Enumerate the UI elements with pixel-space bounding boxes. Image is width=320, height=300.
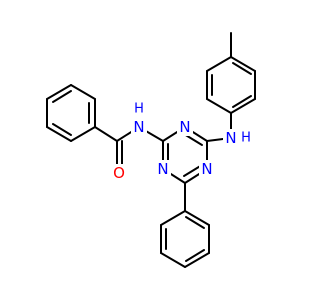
oxygen-label-carbonyl: O	[113, 164, 125, 182]
bond-lower-ring-3-double	[185, 249, 205, 262]
atom-label-layer: N N N N H N H O	[111, 101, 253, 182]
nitrogen-label-triazine-right: N	[201, 160, 212, 178]
hydrogen-label-aryl-amine: H	[241, 131, 251, 146]
bond-lower-ring-1-double	[185, 216, 205, 229]
bond-upper-ring-3-double	[232, 95, 252, 108]
bond-upper-ring-6	[206, 56, 232, 72]
bond-upper-ring-1	[230, 56, 256, 72]
bond-lower-ring-1	[184, 210, 210, 226]
nitrogen-label-triazine-top: N	[179, 118, 190, 136]
hydrogen-label-amide: H	[134, 102, 144, 117]
nitrogen-label-aryl-amine: N	[225, 129, 236, 147]
bond-upper-ring-3	[230, 98, 256, 114]
bond-upper-ring-1-double	[232, 62, 252, 75]
bond-carbonyl-to-ring	[94, 126, 118, 142]
bond-left-ring-5-double	[52, 123, 72, 136]
bond-layer	[46, 32, 256, 268]
bond-lower-ring-4	[160, 252, 186, 268]
bond-left-ring-6	[70, 126, 96, 142]
bond-lower-ring-6	[160, 210, 186, 226]
nitrogen-label-amide: N	[133, 118, 144, 136]
bond-left-ring-5	[46, 126, 72, 142]
bond-left-ring-3-double	[52, 90, 72, 103]
bond-left-ring-2	[70, 84, 96, 100]
bond-lower-ring-3	[184, 252, 210, 268]
bond-left-ring-3	[46, 84, 72, 100]
bond-upper-ring-4	[206, 98, 232, 114]
molecule-structure-diagram: N N N N H N H O	[46, 32, 256, 268]
nitrogen-label-triazine-left: N	[157, 160, 168, 178]
